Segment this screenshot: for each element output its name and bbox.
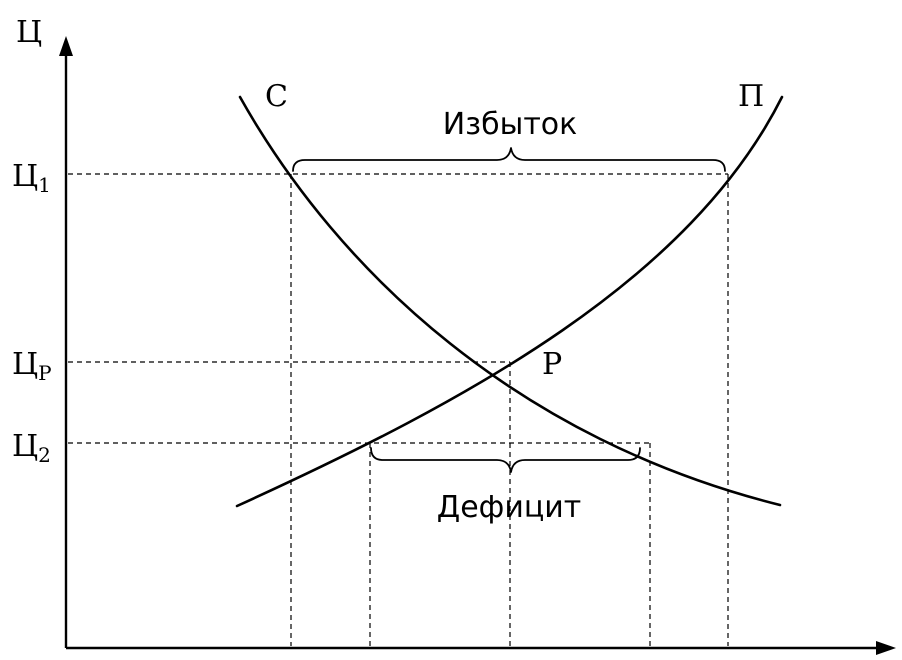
surplus-label: Избыток (443, 107, 578, 142)
y-axis-label: Ц (16, 15, 42, 50)
deficit-brace (370, 447, 641, 473)
surplus-brace (292, 147, 726, 172)
supply-curve (235, 95, 784, 508)
deficit-label: Дефицит (437, 490, 581, 525)
y-axis-arrow (59, 36, 73, 56)
demand-curve (238, 95, 782, 507)
demand-curve-label: С (265, 79, 288, 114)
price-level-label-2: Ц2 (12, 429, 51, 467)
supply-curve-label: П (738, 79, 764, 114)
equilibrium-point-label: Р (542, 347, 562, 382)
price-level-label-equilibrium: ЦР (12, 347, 52, 385)
price-level-label-1: Ц1 (12, 159, 51, 197)
x-axis-arrow (876, 641, 896, 655)
